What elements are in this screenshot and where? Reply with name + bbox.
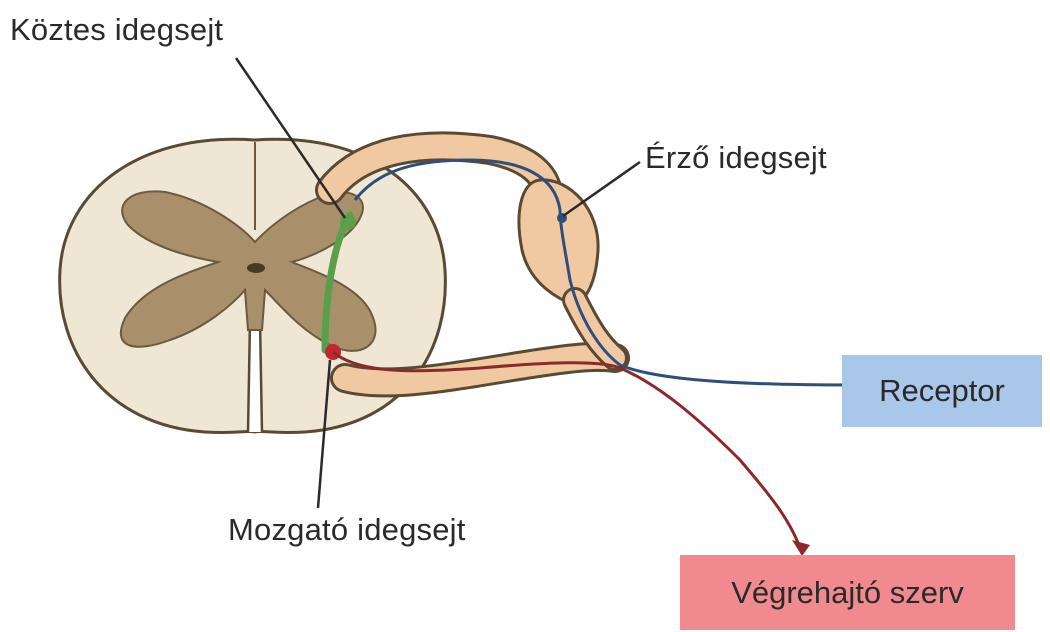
effector-label: Végrehajtó szerv xyxy=(731,575,964,611)
effector-box: Végrehajtó szerv xyxy=(680,555,1015,630)
receptor-label: Receptor xyxy=(879,373,1005,409)
label-sensory-neuron: Érző idegsejt xyxy=(645,140,827,176)
central-canal xyxy=(247,263,265,273)
receptor-box: Receptor xyxy=(842,355,1042,427)
anterior-fissure xyxy=(248,320,262,432)
label-interneuron: Köztes idegsejt xyxy=(10,12,223,48)
label-motor-neuron: Mozgató idegsejt xyxy=(228,512,466,548)
leader-sensory xyxy=(563,162,640,216)
motor-arrow-head xyxy=(792,540,810,556)
